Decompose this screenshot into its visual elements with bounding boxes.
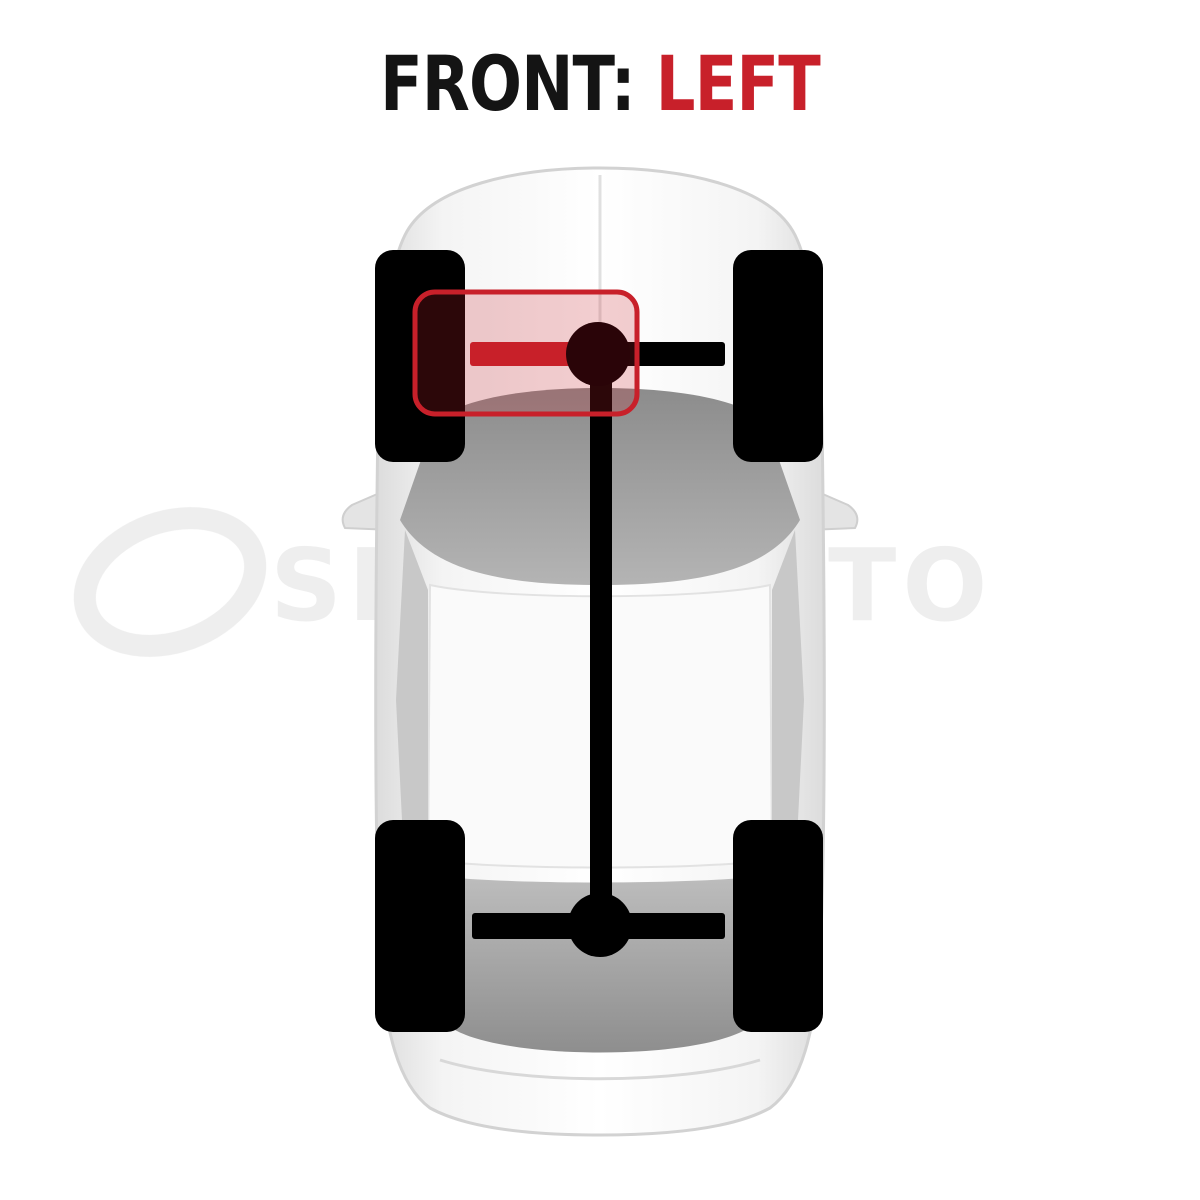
page-title: FRONT: LEFT xyxy=(108,46,1092,122)
driveshaft xyxy=(590,355,612,925)
right-side-window xyxy=(772,530,804,880)
left-side-window xyxy=(396,530,428,880)
rear-left-wheel xyxy=(375,820,465,1032)
highlight-fill xyxy=(415,292,637,414)
watermark-logo-icon xyxy=(73,507,267,657)
front-left-wheel xyxy=(375,250,465,462)
front-right-wheel xyxy=(733,250,823,462)
trunk-edge xyxy=(439,1058,761,1081)
car-body xyxy=(341,166,859,1137)
drivetrain xyxy=(470,342,725,957)
rear-differential xyxy=(568,893,632,957)
wheels xyxy=(375,250,823,1032)
front-right-axle xyxy=(600,342,725,366)
front-left-highlight xyxy=(412,289,640,417)
front-differential xyxy=(566,322,630,386)
title-position: LEFT xyxy=(655,39,821,128)
rear-right-wheel xyxy=(733,820,823,1032)
title-prefix: FRONT: xyxy=(380,39,636,128)
highlight-border xyxy=(412,289,640,417)
